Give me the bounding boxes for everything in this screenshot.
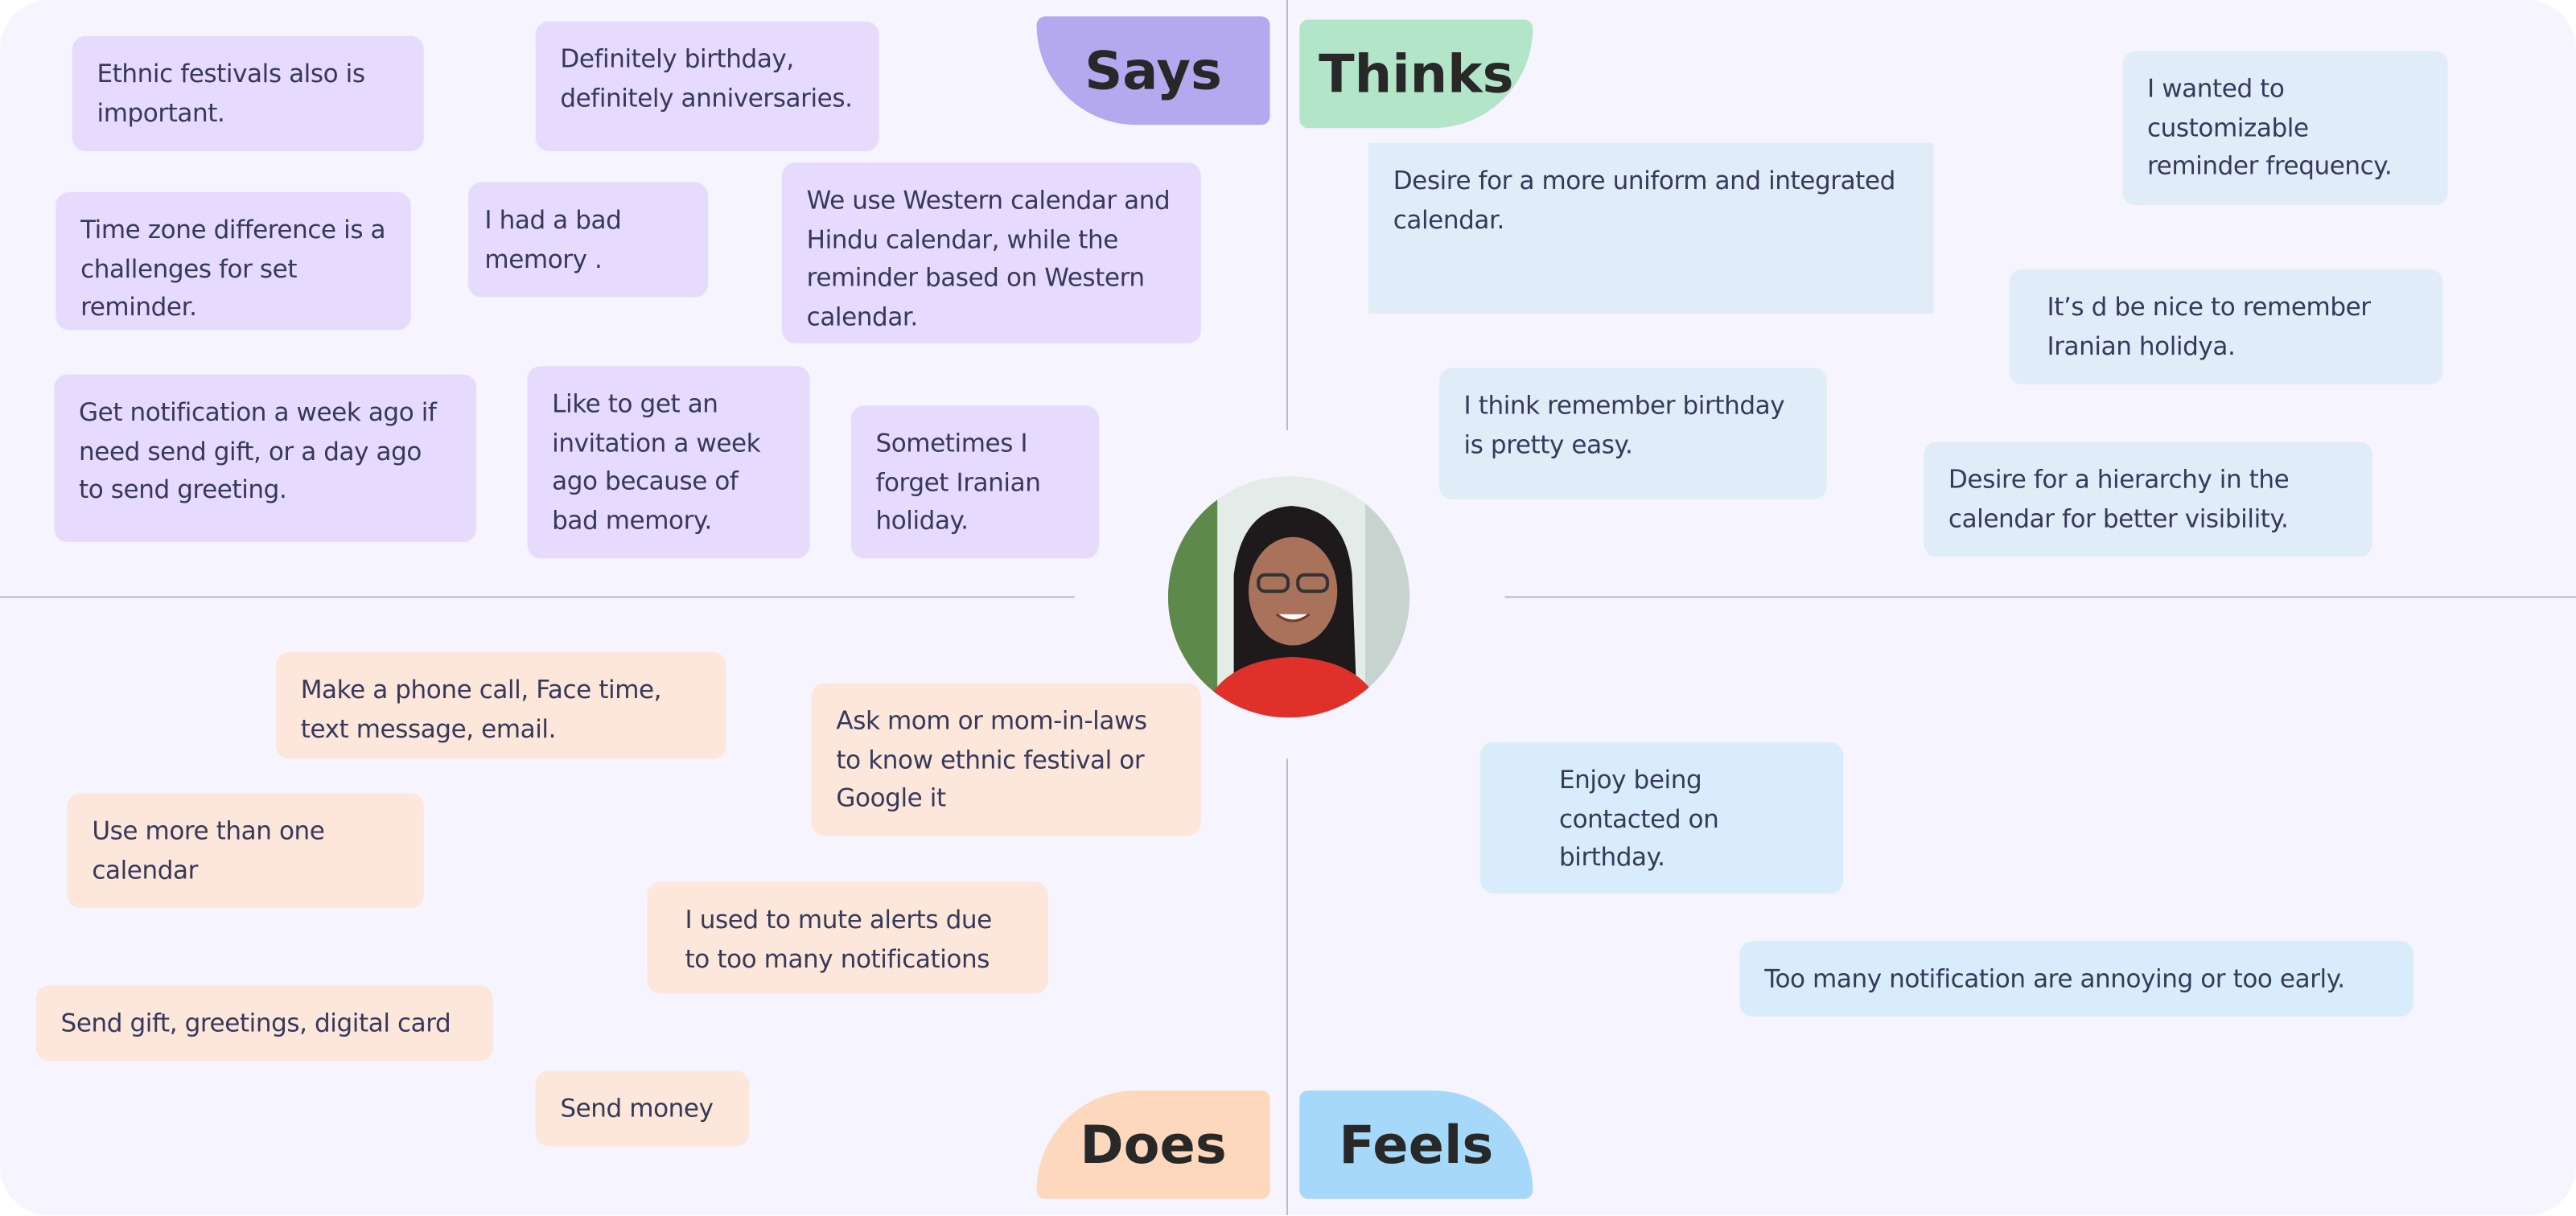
says-note[interactable]: Like to get an invitation a week ago bec… xyxy=(527,366,810,559)
says-note[interactable]: I had a bad memory . xyxy=(467,182,709,298)
does-note[interactable]: Send money xyxy=(535,1070,750,1147)
feels-note[interactable]: Too many notification are annoying or to… xyxy=(1739,941,2413,1017)
divider-vertical-top xyxy=(1286,0,1289,431)
says-note[interactable]: Ethnic festivals also is important. xyxy=(72,35,424,151)
persona-avatar xyxy=(1167,476,1410,718)
thinks-label: Thinks xyxy=(1299,19,1533,129)
persona-photo-icon xyxy=(1167,476,1410,718)
says-note[interactable]: Definitely birthday, definitely annivers… xyxy=(535,21,879,151)
divider-vertical-bottom xyxy=(1286,758,1289,1216)
does-note[interactable]: Make a phone call, Face time, text messa… xyxy=(276,651,726,759)
thinks-note[interactable]: It’s d be nice to remember Iranian holid… xyxy=(2009,269,2443,384)
thinks-note[interactable]: I think remember birthday is pretty easy… xyxy=(1438,368,1827,499)
divider-horizontal-left xyxy=(0,596,1075,598)
says-note[interactable]: Get notification a week ago if need send… xyxy=(54,374,477,542)
thinks-note[interactable]: Desire for a hierarchy in the calendar f… xyxy=(1924,442,2372,557)
says-note[interactable]: We use Western calendar and Hindu calend… xyxy=(782,162,1201,343)
does-note[interactable]: I used to mute alerts due to too many no… xyxy=(647,881,1048,994)
does-note[interactable]: Use more than one calendar xyxy=(67,793,424,909)
does-label: Does xyxy=(1036,1090,1270,1199)
says-label: Says xyxy=(1036,16,1270,125)
thinks-note[interactable]: Desire for a more uniform and integrated… xyxy=(1368,142,1934,314)
says-note[interactable]: Time zone difference is a challenges for… xyxy=(56,191,411,331)
does-note[interactable]: Ask mom or mom-in-laws to know ethnic fe… xyxy=(811,683,1201,836)
feels-note[interactable]: Enjoy being contacted on birthday. xyxy=(1479,742,1844,894)
feels-label: Feels xyxy=(1299,1090,1533,1199)
divider-horizontal-right xyxy=(1504,596,2576,598)
says-note[interactable]: Sometimes I forget Iranian holiday. xyxy=(850,405,1100,559)
thinks-note[interactable]: I wanted to customizable reminder freque… xyxy=(2122,51,2448,206)
does-note[interactable]: Send gift, greetings, digital card xyxy=(35,985,493,1062)
